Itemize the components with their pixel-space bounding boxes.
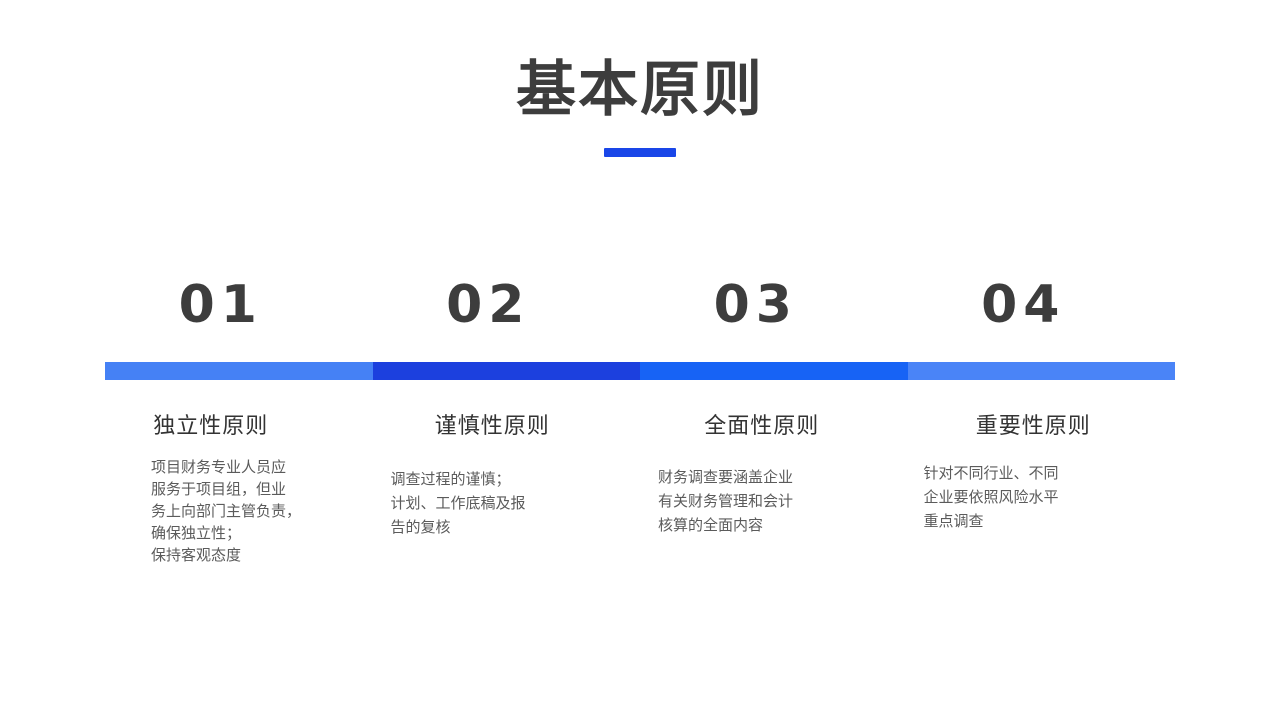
step-number-02: 02: [446, 275, 531, 335]
progress-bar-segment-04: [907, 362, 1175, 380]
principles-columns: 独立性原则 项目财务专业人员应 服务于项目组，但业 务上向部门主管负责， 确保独…: [105, 412, 1175, 566]
step-number-04: 04: [981, 275, 1066, 335]
principle-body-04: 针对不同行业、不同 企业要依照风险水平 重点调查: [923, 464, 1059, 530]
principle-heading-04: 重要性原则: [975, 414, 1091, 439]
progress-bar: [105, 362, 1175, 380]
step-number-cell-04: 04: [908, 276, 1176, 334]
principle-body-02: 调查过程的谨慎； 计划、工作底稿及报 告的复核: [390, 470, 526, 536]
principle-heading-01: 独立性原则: [153, 414, 269, 439]
step-number-cell-03: 03: [640, 276, 908, 334]
progress-bar-segment-01: [105, 362, 373, 380]
principle-body-01: 项目财务专业人员应 服务于项目组，但业 务上向部门主管负责， 确保独立性； 保持…: [151, 458, 302, 564]
page-title: 基本原则: [516, 55, 764, 125]
principle-column-02: 谨慎性原则 调查过程的谨慎； 计划、工作底稿及报 告的复核: [373, 412, 641, 566]
step-number-cell-02: 02: [373, 276, 641, 334]
step-number-cell-01: 01: [105, 276, 373, 334]
title-underline-accent: [604, 148, 676, 157]
principle-body-03: 财务调查要涵盖企业 有关财务管理和会计 核算的全面内容: [658, 468, 794, 534]
principle-column-01: 独立性原则 项目财务专业人员应 服务于项目组，但业 务上向部门主管负责， 确保独…: [105, 412, 373, 566]
step-number-01: 01: [178, 275, 263, 335]
step-numbers-row: 01 02 03 04: [105, 276, 1175, 334]
principle-column-04: 重要性原则 针对不同行业、不同 企业要依照风险水平 重点调查: [908, 412, 1176, 566]
progress-bar-segment-02: [372, 362, 640, 380]
principle-column-03: 全面性原则 财务调查要涵盖企业 有关财务管理和会计 核算的全面内容: [640, 412, 908, 566]
step-number-03: 03: [713, 275, 798, 335]
title-block: 基本原则: [0, 54, 1280, 157]
principle-heading-03: 全面性原则: [704, 414, 820, 439]
progress-bar-segment-03: [640, 362, 908, 380]
principle-heading-02: 谨慎性原则: [434, 414, 550, 439]
